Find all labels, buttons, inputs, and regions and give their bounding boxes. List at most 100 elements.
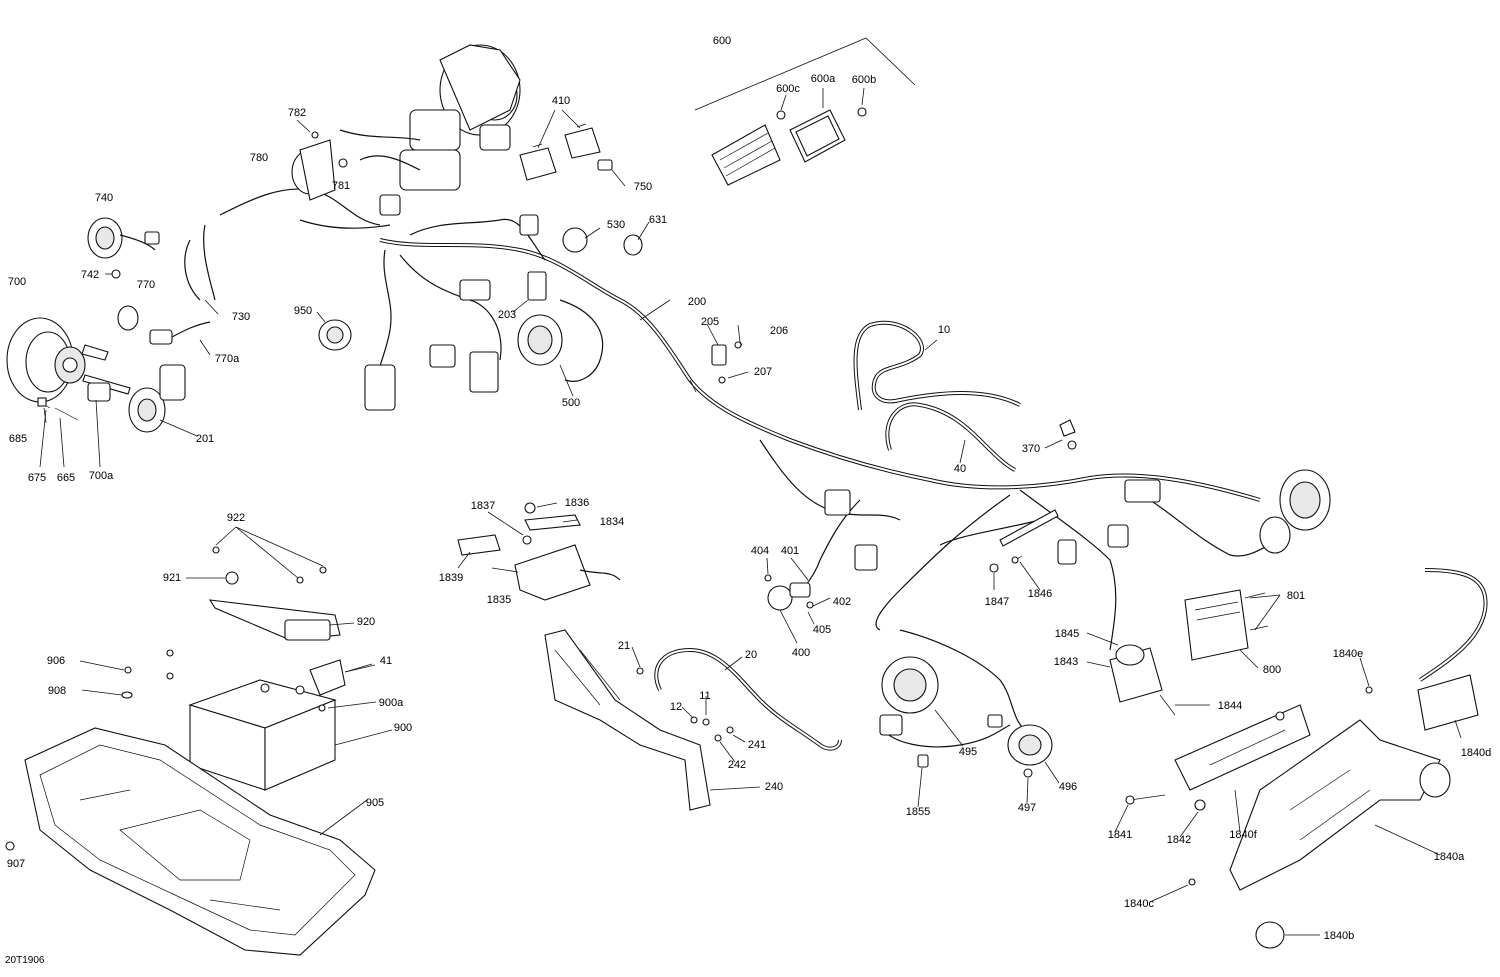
callout-495: 495 <box>958 746 978 758</box>
callout-497: 497 <box>1017 802 1037 814</box>
callout-770a: 770a <box>214 353 240 365</box>
part-950 <box>318 319 352 351</box>
callout-782: 782 <box>287 107 307 119</box>
callout-1847: 1847 <box>984 596 1010 608</box>
callout-906: 906 <box>46 655 66 667</box>
part-1840a <box>1229 719 1451 891</box>
callout-12: 12 <box>669 701 683 713</box>
part-240 <box>544 629 734 811</box>
part-1841 <box>1125 794 1166 805</box>
part-907 <box>5 841 15 851</box>
callout-600: 600 <box>712 35 732 47</box>
callout-500: 500 <box>561 397 581 409</box>
callout-675: 675 <box>27 472 47 484</box>
callout-700a: 700a <box>88 470 114 482</box>
callout-770: 770 <box>136 279 156 291</box>
part-631 <box>623 234 643 256</box>
callout-1837: 1837 <box>470 500 496 512</box>
callout-1840a: 1840a <box>1433 851 1465 863</box>
headlight-upper <box>339 44 521 191</box>
callout-742: 742 <box>80 269 100 281</box>
drawing-code: 20T1906 <box>5 955 45 966</box>
callout-405: 405 <box>812 624 832 636</box>
tail-harness <box>1418 568 1488 682</box>
part-700 <box>6 317 131 403</box>
part-908 <box>121 691 133 699</box>
part-203 <box>527 271 547 301</box>
part-410 <box>519 123 601 181</box>
part-207 <box>718 376 726 384</box>
callout-950: 950 <box>293 305 313 317</box>
part-900 <box>188 679 337 791</box>
callout-404: 404 <box>750 545 770 557</box>
part-41 <box>309 659 376 696</box>
part-906 <box>124 649 174 680</box>
callout-41: 41 <box>379 655 393 667</box>
callout-40: 40 <box>953 463 967 475</box>
callout-206: 206 <box>769 325 789 337</box>
part-495 <box>879 656 939 736</box>
part-1846 <box>1011 555 1023 564</box>
callout-740: 740 <box>94 192 114 204</box>
callout-781: 781 <box>331 180 351 192</box>
callout-900: 900 <box>393 722 413 734</box>
callout-205: 205 <box>700 316 720 328</box>
part-370 <box>1059 419 1077 450</box>
callout-200: 200 <box>687 296 707 308</box>
part-206 <box>734 341 742 349</box>
callout-685: 685 <box>8 433 28 445</box>
callout-207: 207 <box>753 366 773 378</box>
callout-530: 530 <box>606 219 626 231</box>
part-1840e <box>1365 686 1373 694</box>
part-740 <box>87 217 160 279</box>
cable-20 <box>654 647 842 751</box>
callout-920: 920 <box>356 616 376 628</box>
part-1840f <box>1174 704 1311 791</box>
callout-11: 11 <box>699 690 711 702</box>
callout-1839: 1839 <box>438 572 464 584</box>
callout-801: 801 <box>1286 590 1306 602</box>
callout-1835: 1835 <box>486 594 512 606</box>
part-1840d <box>1417 674 1479 731</box>
callout-242: 242 <box>727 759 747 771</box>
part-800 <box>1184 589 1269 661</box>
callout-800: 800 <box>1262 664 1282 676</box>
callout-700: 700 <box>7 276 27 288</box>
callout-1843: 1843 <box>1053 656 1079 668</box>
callout-900a: 900a <box>378 697 404 709</box>
callout-1840c: 1840c <box>1124 898 1154 910</box>
callout-1841: 1841 <box>1107 829 1133 841</box>
callout-1855: 1855 <box>905 806 931 818</box>
callout-1840d: 1840d <box>1460 747 1492 759</box>
part-400 <box>764 574 814 611</box>
part-600 <box>694 37 916 186</box>
callout-1845: 1845 <box>1054 628 1080 640</box>
part-1835 <box>457 502 621 601</box>
callout-1844: 1844 <box>1217 700 1243 712</box>
part-496 <box>987 714 1053 766</box>
part-497 <box>1023 768 1033 778</box>
callout-410: 410 <box>551 95 571 107</box>
callout-750: 750 <box>633 181 653 193</box>
callout-631: 631 <box>648 214 668 226</box>
callout-401: 401 <box>780 545 800 557</box>
callout-600a: 600a <box>810 73 836 85</box>
harness-connectors <box>364 194 539 411</box>
part-1840c <box>1188 878 1196 886</box>
callout-600c: 600c <box>776 83 800 95</box>
callout-922: 922 <box>226 512 246 524</box>
part-770 <box>117 305 211 345</box>
part-920 <box>208 526 341 641</box>
callout-20: 20 <box>744 649 758 661</box>
cable-10 <box>853 320 1021 411</box>
callout-1846: 1846 <box>1027 588 1053 600</box>
callout-21: 21 <box>617 640 631 652</box>
callout-665: 665 <box>56 472 76 484</box>
part-780 <box>291 131 348 201</box>
part-905 <box>24 727 376 956</box>
callout-201: 201 <box>195 433 215 445</box>
callout-370: 370 <box>1021 443 1041 455</box>
callout-1842: 1842 <box>1166 834 1192 846</box>
